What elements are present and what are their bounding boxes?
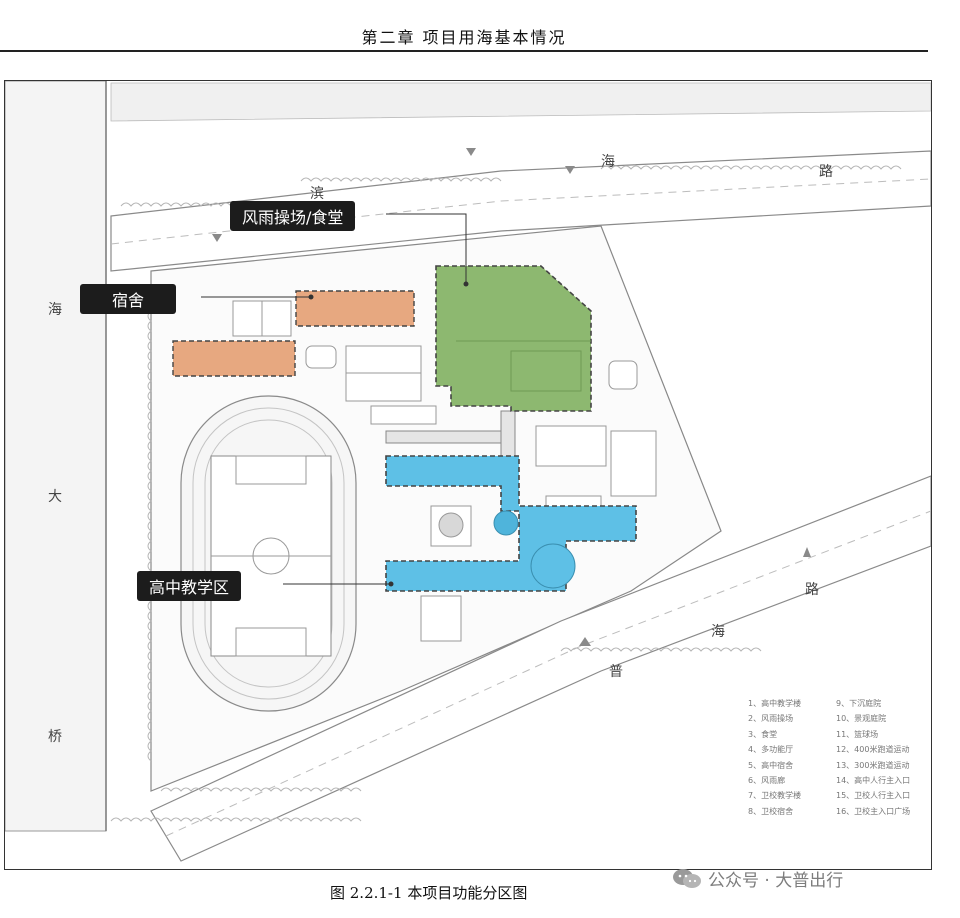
site-plan-map: 滨 海 路 海 大 桥 普 海 路: [4, 80, 932, 870]
teaching-zone: [385, 455, 637, 592]
figure-caption: 图 2.2.1-1 本项目功能分区图: [330, 884, 528, 902]
canteen-zone-label: 风雨操场/食堂: [230, 201, 356, 231]
legend-item: 3、食堂: [748, 729, 778, 739]
site-plan-drawing: [5, 81, 931, 862]
legend-item: 10、景观庭院: [836, 714, 887, 724]
legend-item: 2、风雨操场: [748, 714, 794, 724]
street-label-pu: 普: [609, 664, 623, 680]
page-header: 第二章 项目用海基本情况: [361, 28, 567, 47]
wechat-icon: [673, 868, 701, 888]
legend-item: 4、多功能厅: [748, 745, 794, 755]
dormitory-zone-2: [172, 340, 296, 377]
courtyards: [370, 360, 657, 642]
legend-item: 16、卫校主入口广场: [836, 806, 911, 816]
street-label-hai2: 海: [711, 624, 725, 640]
basketball-courts: [232, 300, 422, 402]
legend-item: 6、风雨廊: [748, 776, 786, 786]
bridge-label-da: 大: [48, 489, 62, 505]
legend-item: 12、400米跑道运动: [836, 745, 910, 755]
street-label-bin: 滨: [310, 186, 324, 202]
legend-item: 15、卫校人行主入口: [836, 791, 911, 801]
watermark-text: 公众号 · 大普出行: [708, 871, 844, 891]
teaching-rotunda: [530, 543, 576, 589]
header-rule: [0, 50, 928, 52]
leader-dots: [308, 281, 469, 587]
bridge-label-qiao: 桥: [48, 729, 62, 745]
puhai-road: [150, 475, 931, 862]
legend-item: 13、300米跑道运动: [836, 760, 910, 770]
top-hatch-area: [110, 82, 931, 122]
haida-bridge-road: [5, 81, 107, 832]
legend-item: 1、高中教学楼: [748, 699, 802, 708]
legend-item: 5、高中宿舍: [748, 760, 794, 770]
legend-item: 8、卫校宿舍: [748, 806, 794, 816]
entrance-arrows: [212, 148, 811, 646]
teaching-zone-label: 高中教学区: [137, 571, 242, 601]
street-label-lu2: 路: [805, 582, 819, 598]
legend-item: 7、卫校教学楼: [748, 791, 802, 801]
street-label-hai: 海: [601, 154, 615, 170]
legend-item: 14、高中人行主入口: [836, 776, 911, 786]
street-label-lu: 路: [819, 164, 833, 180]
legend-item: 11、篮球场: [836, 729, 879, 739]
canteen-zone: [435, 265, 592, 412]
dormitory-zone-label: 宿舍: [80, 284, 177, 314]
binhai-road: [110, 150, 931, 272]
bridge-label-hai: 海: [48, 302, 62, 318]
dormitory-zone-1: [295, 290, 415, 327]
map-legend: 1、高中教学楼 9、下沉庭院 2、风雨操场 10、景观庭院 3、食堂 11、篮球…: [748, 696, 938, 819]
leader-lines: [201, 213, 467, 585]
running-track: [180, 395, 357, 712]
watermark: 公众号 · 大普出行: [672, 866, 843, 891]
legend-item: 9、下沉庭院: [836, 699, 882, 708]
